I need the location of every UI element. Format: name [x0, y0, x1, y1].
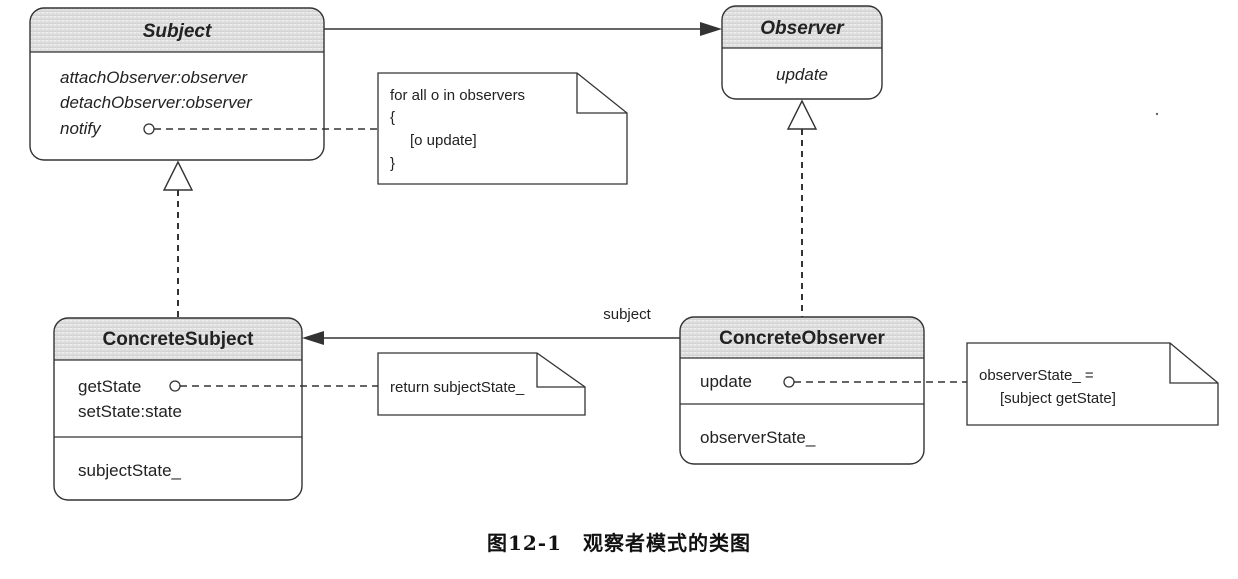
class-concrete-observer: ConcreteObserver update observerState_ — [679, 316, 925, 465]
subject-op-detach: detachObserver:observer — [60, 93, 253, 112]
getstate-note-anchor — [169, 380, 181, 392]
concrete-subject-op-setstate: setState:state — [78, 402, 182, 421]
association-concreteobserver-concretesubject: subject — [302, 306, 680, 345]
concrete-subject-attr-subjectstate: subjectState_ — [78, 461, 182, 480]
update-note-line-2: [subject getState] — [1000, 390, 1116, 407]
class-concrete-subject: ConcreteSubject getState setState:state … — [53, 317, 303, 501]
association-label-subject: subject — [603, 306, 651, 323]
note-notify: for all o in observers { [o update] } — [377, 72, 628, 185]
notify-note-line-2: { — [390, 109, 395, 126]
notify-note-anchor — [143, 123, 155, 135]
concrete-subject-class-name: ConcreteSubject — [103, 329, 255, 350]
concrete-observer-attr-observerstate: observerState_ — [700, 428, 816, 447]
observer-class-name: Observer — [760, 18, 845, 39]
notify-note-line-1: for all o in observers — [390, 87, 525, 104]
class-observer: Observer update — [721, 5, 883, 100]
association-subject-observer — [324, 22, 722, 36]
concrete-subject-op-getstate: getState — [78, 377, 141, 396]
notify-note-line-4: } — [390, 155, 395, 172]
subject-op-notify: notify — [60, 119, 102, 138]
update-note-line-1: observerState_ = — [979, 367, 1094, 384]
realization-concreteobserver-observer — [786, 99, 818, 317]
figure-caption: 图12-1 观察者模式的类图 — [486, 531, 752, 555]
notify-note-line-3: [o update] — [410, 132, 477, 149]
class-subject: Subject attachObserver:observer detachOb… — [29, 7, 325, 161]
subject-op-attach: attachObserver:observer — [60, 68, 248, 87]
scan-speck — [1155, 112, 1159, 116]
concrete-observer-op-update: update — [700, 372, 752, 391]
realization-concretesubject-subject — [162, 160, 194, 318]
observer-op-update: update — [776, 65, 828, 84]
subject-class-name: Subject — [143, 21, 212, 42]
note-getstate: return subjectState_ — [377, 352, 586, 416]
concrete-observer-class-name: ConcreteObserver — [719, 328, 885, 349]
note-update: observerState_ = [subject getState] — [966, 342, 1219, 426]
getstate-note-line-1: return subjectState_ — [390, 379, 525, 396]
update-note-anchor — [783, 376, 795, 388]
